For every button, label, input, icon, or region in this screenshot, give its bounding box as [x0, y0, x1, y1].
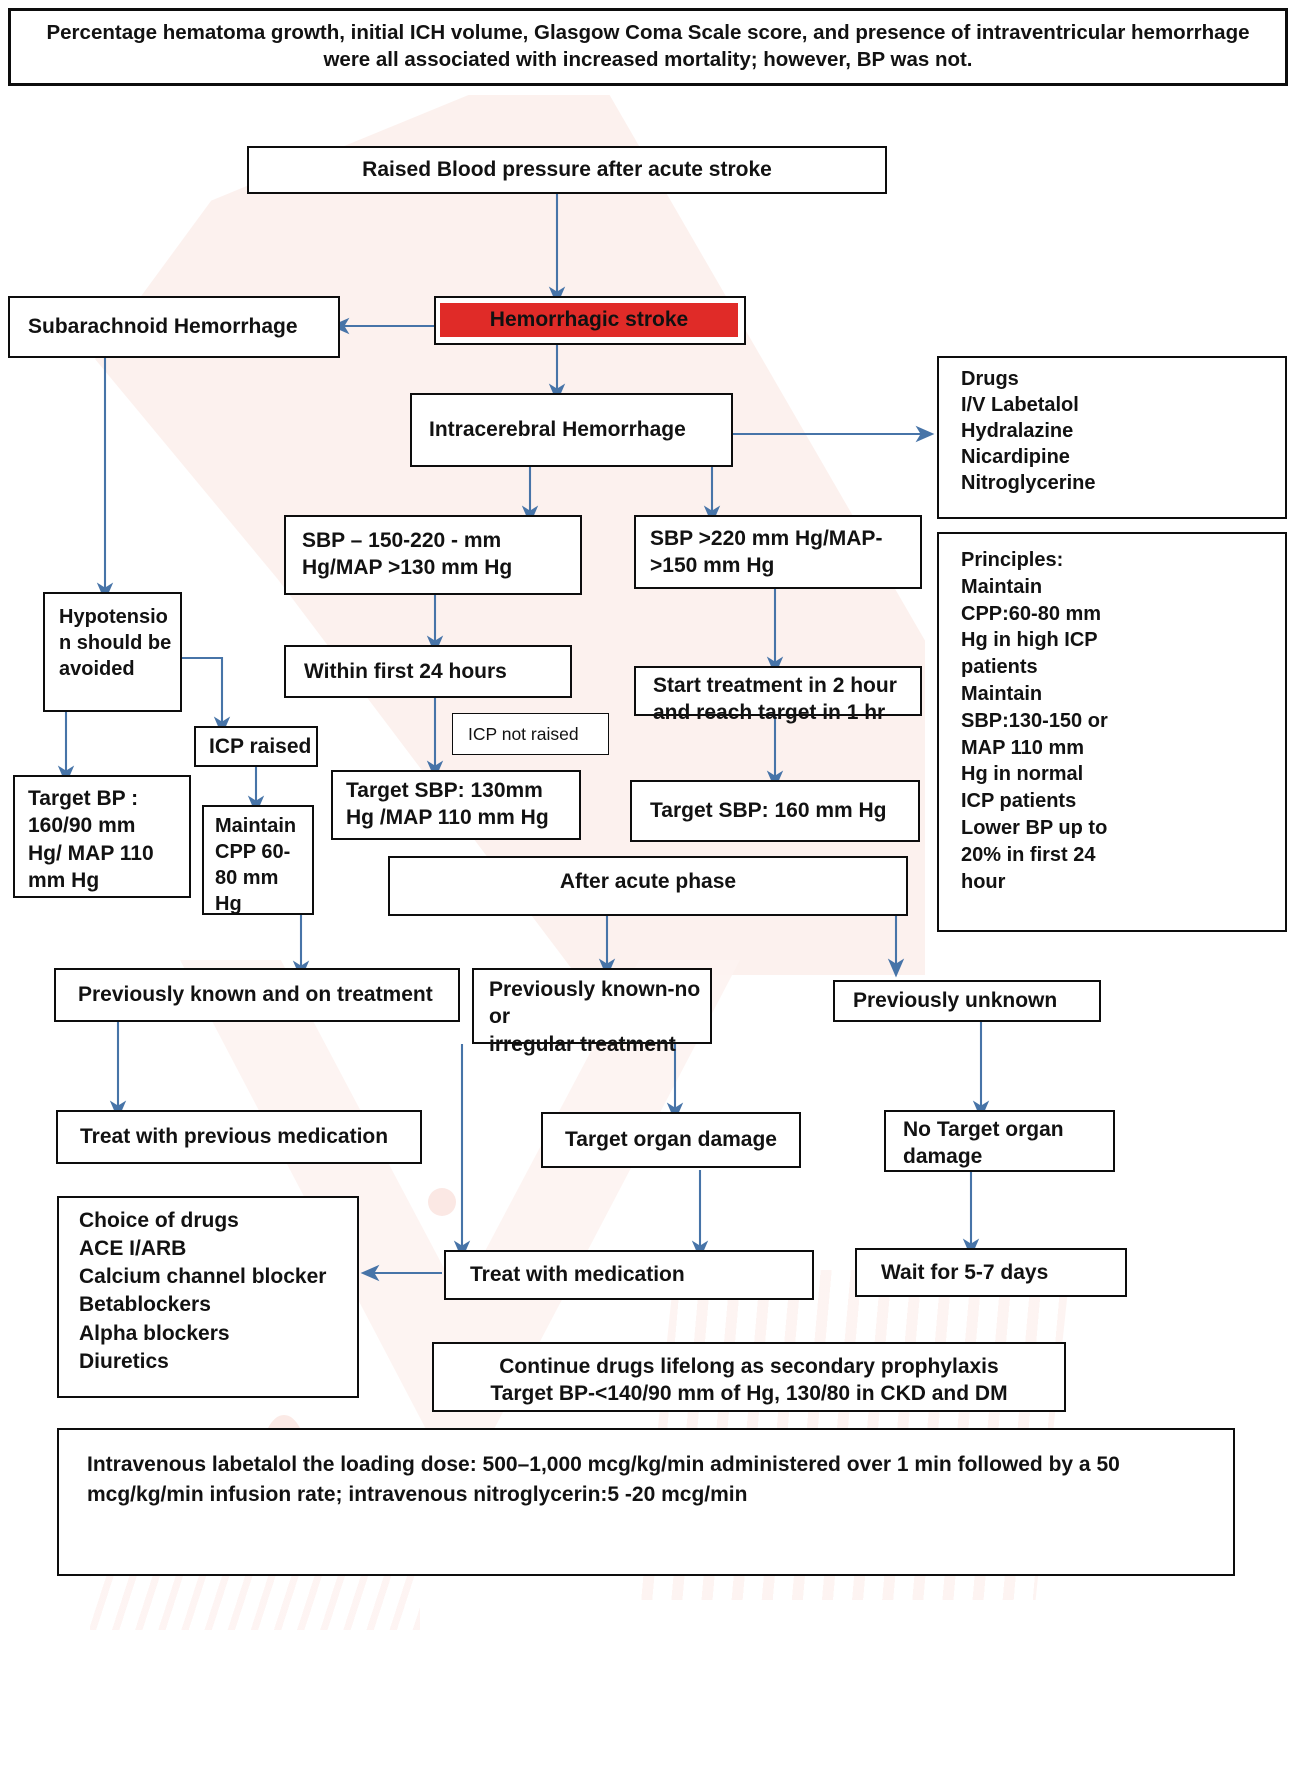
node-target-organ-damage-label: Target organ damage — [565, 1128, 777, 1152]
node-previously-known-irregular[interactable]: Previously known-no or irregular treatme… — [472, 968, 712, 1056]
node-previously-unknown[interactable]: Previously unknown — [833, 980, 1101, 1022]
node-within-24-label: Within first 24 hours — [304, 659, 507, 683]
node-hemorrhagic-stroke-highlight[interactable]: Hemorrhagic stroke — [440, 303, 738, 337]
node-target-sbp-160[interactable]: Target SBP: 160 mm Hg — [630, 780, 920, 842]
node-target-sbp-160-label: Target SBP: 160 mm Hg — [650, 799, 887, 823]
node-maintain-cpp[interactable]: Maintain CPP 60- 80 mm Hg — [202, 805, 314, 915]
node-continue-drugs-lifelong[interactable]: Continue drugs lifelong as secondary pro… — [432, 1342, 1066, 1412]
header-note-text: Percentage hematoma growth, initial ICH … — [46, 21, 1250, 71]
node-choice-of-drugs-list: Choice of drugs ACE I/ARB Calcium channe… — [79, 1209, 327, 1373]
node-start-treatment-label: Start treatment in 2 hour and reach targ… — [653, 674, 897, 725]
node-subarachnoid-label: Subarachnoid Hemorrhage — [28, 315, 298, 339]
node-treat-with-medication[interactable]: Treat with medication — [444, 1250, 814, 1300]
node-iv-labetalol-dose[interactable]: Intravenous labetalol the loading dose: … — [57, 1428, 1235, 1576]
node-sbp-150-220-label: SBP – 150-220 - mm Hg/MAP >130 mm Hg — [302, 529, 513, 580]
node-sbp-150-220[interactable]: SBP – 150-220 - mm Hg/MAP >130 mm Hg — [284, 515, 582, 595]
node-drugs[interactable]: Drugs I/V Labetalol Hydralazine Nicardip… — [937, 356, 1287, 519]
node-sbp-over-220[interactable]: SBP >220 mm Hg/MAP- >150 mm Hg — [634, 515, 922, 589]
node-principles[interactable]: Principles: Maintain CPP:60-80 mm Hg in … — [937, 532, 1287, 932]
node-start-treatment[interactable]: Start treatment in 2 hour and reach targ… — [634, 666, 922, 724]
node-no-target-organ-damage[interactable]: No Target organ damage — [884, 1110, 1115, 1172]
node-target-organ-damage[interactable]: Target organ damage — [541, 1112, 801, 1168]
node-previously-known-irregular-label: Previously known-no or irregular treatme… — [489, 978, 701, 1056]
node-target-sbp-130[interactable]: Target SBP: 130mm Hg /MAP 110 mm Hg — [331, 770, 581, 840]
node-subarachnoid-hemorrhage[interactable]: Subarachnoid Hemorrhage — [8, 296, 340, 358]
node-intracerebral-hemorrhage[interactable]: Intracerebral Hemorrhage — [410, 393, 733, 467]
node-icp-raised-label: ICP raised — [209, 734, 312, 758]
node-iv-labetalol-dose-text: Intravenous labetalol the loading dose: … — [87, 1453, 1120, 1506]
node-target-bp-160-90[interactable]: Target BP : 160/90 mm Hg/ MAP 110 mm Hg — [13, 775, 191, 898]
node-icp-raised[interactable]: ICP raised — [194, 726, 318, 767]
node-wait-5-7-days-label: Wait for 5-7 days — [881, 1260, 1049, 1284]
node-treat-previous-med-label: Treat with previous medication — [80, 1125, 389, 1149]
node-within-first-24-hours[interactable]: Within first 24 hours — [284, 645, 572, 698]
node-treat-with-medication-label: Treat with medication — [470, 1263, 685, 1287]
node-intracerebral-label: Intracerebral Hemorrhage — [429, 418, 686, 442]
node-continue-drugs-label: Continue drugs lifelong as secondary pro… — [490, 1355, 1008, 1406]
node-no-target-organ-damage-label: No Target organ damage — [903, 1118, 1064, 1169]
node-target-sbp-130-label: Target SBP: 130mm Hg /MAP 110 mm Hg — [346, 779, 549, 830]
node-previously-known-treated-label: Previously known and on treatment — [78, 983, 433, 1007]
node-hypotension-label: Hypotensio n should be avoided — [59, 606, 172, 680]
node-target-bp-label: Target BP : 160/90 mm Hg/ MAP 110 mm Hg — [28, 787, 154, 892]
node-choice-of-drugs[interactable]: Choice of drugs ACE I/ARB Calcium channe… — [57, 1196, 359, 1398]
node-hemorrhagic-stroke-label: Hemorrhagic stroke — [489, 308, 689, 331]
node-wait-5-7-days[interactable]: Wait for 5-7 days — [855, 1248, 1127, 1297]
node-raised-bp-label: Raised Blood pressure after acute stroke — [362, 158, 772, 182]
node-hypotension-avoided[interactable]: Hypotensio n should be avoided — [43, 592, 182, 712]
header-note-box: Percentage hematoma growth, initial ICH … — [8, 8, 1288, 86]
node-icp-not-raised-label: ICP not raised — [468, 723, 579, 744]
node-sbp-over-220-label: SBP >220 mm Hg/MAP- >150 mm Hg — [650, 527, 883, 578]
node-after-acute-phase[interactable]: After acute phase — [388, 856, 908, 916]
node-previously-unknown-label: Previously unknown — [853, 989, 1058, 1013]
node-icp-not-raised[interactable]: ICP not raised — [452, 713, 609, 755]
node-previously-known-treated[interactable]: Previously known and on treatment — [54, 968, 460, 1022]
node-treat-with-previous-medication[interactable]: Treat with previous medication — [56, 1110, 422, 1164]
node-maintain-cpp-label: Maintain CPP 60- 80 mm Hg — [215, 815, 297, 915]
node-drugs-list: Drugs I/V Labetalol Hydralazine Nicardip… — [961, 368, 1096, 494]
node-principles-text: Principles: Maintain CPP:60-80 mm Hg in … — [961, 549, 1108, 893]
node-after-acute-phase-label: After acute phase — [559, 870, 737, 893]
watermark-dot — [428, 1188, 456, 1216]
node-raised-bp[interactable]: Raised Blood pressure after acute stroke — [247, 146, 887, 194]
